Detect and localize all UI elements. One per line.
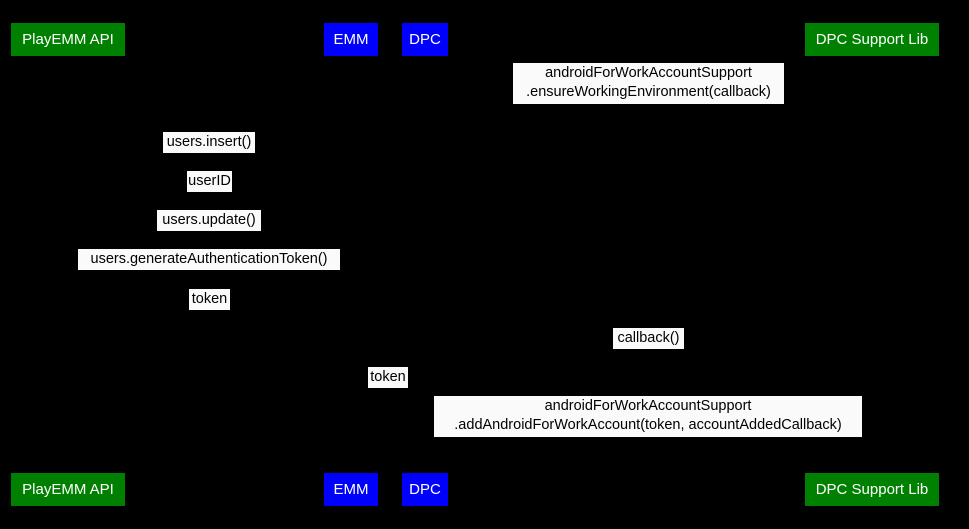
participant-box-dpc-support-lib-top: DPC Support Lib (805, 23, 939, 56)
message-line-1: userID (188, 173, 231, 189)
message-label-token-to-emm: token (189, 289, 230, 310)
message-line-2: .addAndroidForWorkAccount(token, account… (454, 417, 842, 433)
message-line-1: users.update() (162, 212, 256, 228)
participant-label: DPC (409, 481, 441, 498)
message-label-callback: callback() (613, 328, 684, 349)
participant-label: PlayEMM API (22, 481, 114, 498)
message-line-2: .ensureWorkingEnvironment(callback) (526, 84, 771, 100)
participant-box-playemm-api-bottom: PlayEMM API (11, 473, 125, 506)
message-label-users-generate-authentication-token: users.generateAuthenticationToken() (78, 249, 340, 270)
message-line-1: token (370, 369, 406, 385)
message-line-1: androidForWorkAccountSupport (545, 65, 752, 81)
message-label-users-update: users.update() (157, 210, 261, 231)
message-line-1: users.generateAuthenticationToken() (90, 251, 328, 267)
participant-label: EMM (333, 31, 369, 48)
participant-label: DPC (409, 31, 441, 48)
participant-label: EMM (333, 481, 369, 498)
message-line-1: callback() (617, 330, 680, 346)
participant-box-emm-bottom: EMM (324, 473, 378, 506)
participant-box-dpc-bottom: DPC (402, 473, 448, 506)
participant-box-emm-top: EMM (324, 23, 378, 56)
participant-box-dpc-support-lib-bottom: DPC Support Lib (805, 473, 939, 506)
message-line-1: users.insert() (166, 134, 252, 150)
message-label-users-insert: users.insert() (163, 132, 255, 153)
participant-box-playemm-api-top: PlayEMM API (11, 23, 125, 56)
message-line-1: token (191, 291, 228, 307)
participant-label: DPC Support Lib (815, 481, 929, 498)
message-label-add-android-for-work-account: androidForWorkAccountSupport .addAndroidF… (434, 396, 862, 437)
message-label-user-id: userID (187, 171, 232, 192)
participant-box-dpc-top: DPC (402, 23, 448, 56)
message-label-ensure-working-environment: androidForWorkAccountSupport .ensureWorki… (513, 63, 784, 104)
participant-label: PlayEMM API (22, 31, 114, 48)
message-label-token-to-dpc: token (368, 367, 408, 388)
message-line-1: androidForWorkAccountSupport (544, 398, 752, 414)
participant-label: DPC Support Lib (815, 31, 929, 48)
